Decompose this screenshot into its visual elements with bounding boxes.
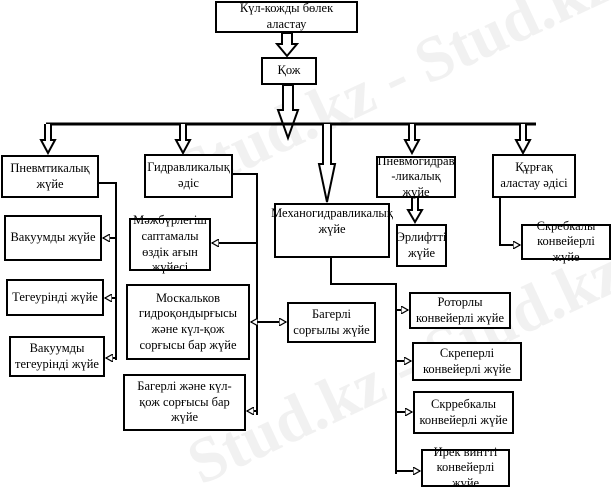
node-skreperli: Скреперлі конвейерлі жүйе: [412, 342, 522, 381]
node-tegeurin: Тегеурінді жүйе: [6, 279, 104, 316]
node-root: Күл-кожды бөлек аластау: [215, 1, 358, 33]
arrow-kozh-bar: [276, 84, 300, 141]
arrow-root-kozh: [274, 32, 300, 58]
node-moskalkov: Москальков гидроқондырғысы және күл-қож …: [126, 284, 250, 360]
node-pnevmogidr: Пневмогидрав -ликалық жүйе: [376, 153, 456, 199]
node-skrebkaly1: Скребкалы конвейерлі жүйе: [521, 219, 611, 264]
node-kozh: Қож: [261, 57, 317, 85]
node-mekhano: Механогидравликалық жүйе: [271, 203, 393, 258]
arrow-mekhano: [317, 124, 337, 203]
node-bagerli-sorg: Багерлі сорғылы жүйе: [287, 302, 376, 343]
arrow-erlift: [406, 198, 424, 224]
node-pnevm: Пневмтикалық жүйе: [1, 155, 99, 198]
node-rotorly: Роторлы конвейерлі жүйе: [409, 292, 511, 329]
arrow-gidr: [174, 124, 192, 156]
node-bagerli-kul: Багерлі және күл-қож сорғысы бар жүйе: [123, 374, 246, 431]
node-mazhbur: Мәжбүрлегіш саптамалы өздік ағын жүйесі: [129, 213, 211, 274]
arrow-pnevm: [39, 124, 57, 156]
node-irek: Ирек винтті конвейерлі жүйе: [421, 445, 510, 487]
node-kurgak: Құрғақ аластау әдісі: [492, 154, 576, 198]
arrow-pnevmogidr: [403, 124, 421, 156]
arrow-kurgak: [514, 124, 532, 156]
node-vak-teg: Вакуумды тегеурінді жүйе: [9, 336, 105, 377]
node-skrrebkaly: Скрребкалы конвейерлі жүйе: [413, 391, 514, 434]
node-vakuum: Вакуумды жүйе: [4, 215, 102, 261]
node-gidr: Гидравликалық әдіс: [144, 154, 233, 198]
node-erlift: Эрлифтті жүйе: [396, 224, 447, 267]
